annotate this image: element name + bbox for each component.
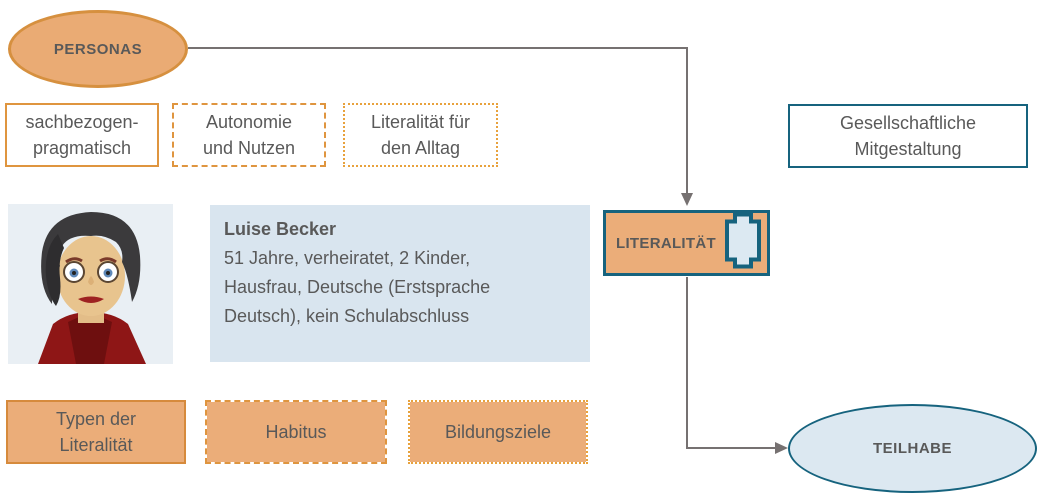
box-label-line: den Alltag [380, 138, 461, 158]
box-label-line: sachbezogen- [25, 112, 139, 132]
teilhabe-node: TEILHABE [788, 404, 1037, 493]
box-literalitaet-fuer-den-alltag: Literalität für den Alltag [343, 103, 498, 167]
box-habitus: Habitus [205, 400, 387, 464]
personas-label: PERSONAS [53, 40, 143, 58]
box-label-line: Autonomie [205, 112, 293, 132]
box-typen-der-literalitaet: Typen der Literalität [6, 400, 186, 464]
box-sachbezogen-pragmatisch: sachbezogen- pragmatisch [5, 103, 159, 167]
persona-detail-line: 51 Jahre, verheiratet, 2 Kinder, [224, 248, 471, 268]
box-label-line: pragmatisch [32, 138, 132, 158]
tablet-book-icon [724, 212, 762, 274]
persona-detail-line: Hausfrau, Deutsche (Erstsprache [224, 277, 491, 297]
box-label-line: Typen der [55, 409, 137, 429]
teilhabe-label: TEILHABE [873, 440, 952, 457]
box-label-line: Literalität [59, 435, 133, 455]
box-label-line: Literalität für [370, 112, 471, 132]
box-label-line: Habitus [265, 422, 327, 442]
persona-detail-line: Deutsch), kein Schulabschluss [224, 306, 470, 326]
persona-info-card: Luise Becker 51 Jahre, verheiratet, 2 Ki… [210, 205, 590, 362]
personas-node: PERSONAS [8, 10, 188, 88]
box-label-line: und Nutzen [202, 138, 296, 158]
box-label-line: Mitgestaltung [854, 139, 962, 159]
box-label-line: Gesellschaftliche [839, 113, 977, 133]
box-autonomie-und-nutzen: Autonomie und Nutzen [172, 103, 326, 167]
box-label-line: Bildungsziele [444, 422, 552, 442]
persona-photo [8, 204, 173, 364]
persona-name: Luise Becker [224, 219, 337, 239]
literalitaet-node: LITERALITÄT [603, 210, 770, 276]
box-bildungsziele: Bildungsziele [408, 400, 588, 464]
box-gesellschaftliche-mitgestaltung: Gesellschaftliche Mitgestaltung [788, 104, 1028, 168]
literalitaet-label: LITERALITÄT [616, 234, 716, 252]
woman-avatar-icon [8, 204, 173, 364]
